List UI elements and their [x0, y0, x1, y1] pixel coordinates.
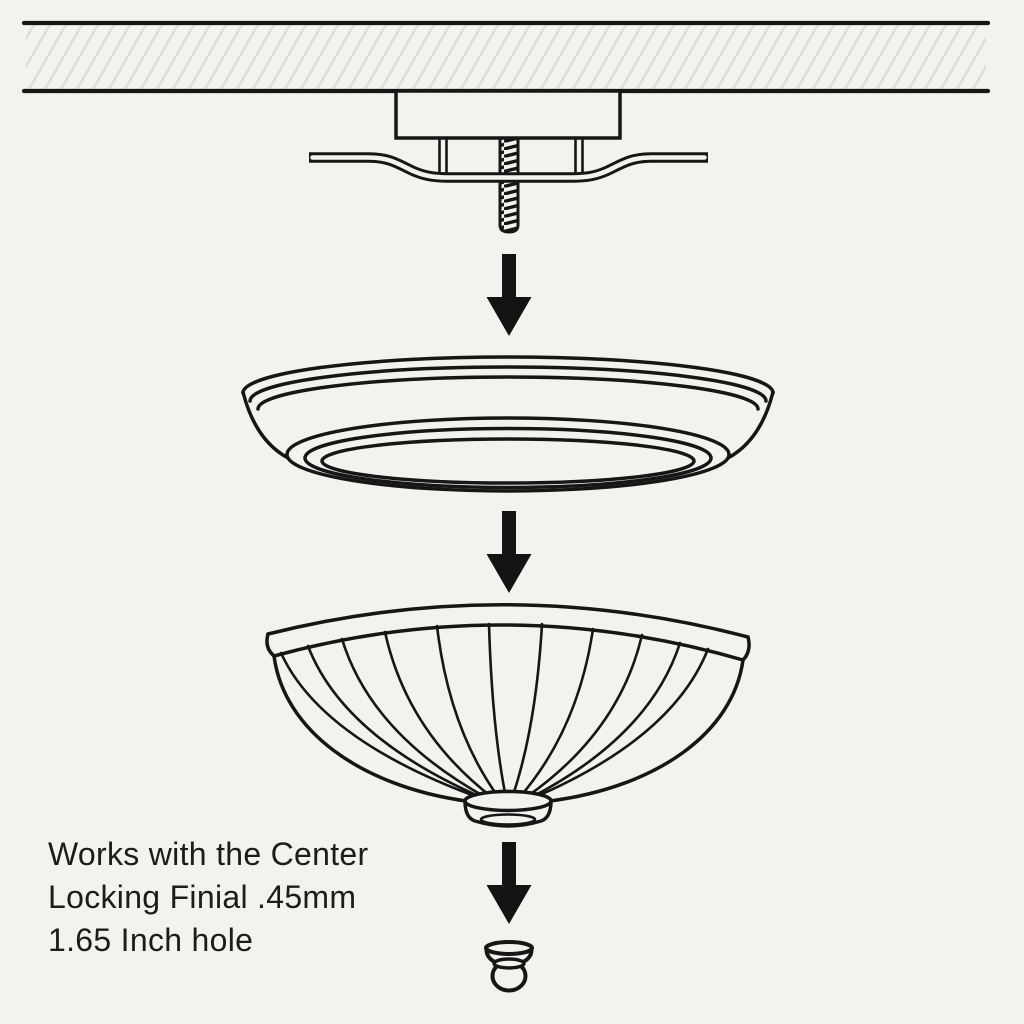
finial-waist — [492, 957, 526, 970]
ceiling — [21, 20, 991, 94]
dome-rim-inner — [272, 623, 745, 662]
arrow-down-icon — [486, 842, 532, 924]
annotation-text: Works with the Center Locking Finial .45… — [48, 833, 369, 962]
finial-top — [484, 940, 534, 956]
annotation-line: Locking Finial .45mm — [48, 879, 357, 915]
dome-collar — [463, 789, 553, 828]
bracket-posts — [438, 136, 584, 177]
trim-ring — [241, 355, 775, 493]
junction-box — [394, 89, 622, 140]
threaded-rod — [498, 136, 520, 234]
glass-dome — [265, 602, 751, 828]
finial — [484, 940, 534, 993]
arrow-down-icon — [486, 254, 532, 336]
annotation-line: 1.65 Inch hole — [48, 922, 254, 958]
arrow-down-icon — [486, 511, 532, 593]
dome-ribs — [279, 622, 710, 800]
mounting-bracket — [309, 152, 708, 183]
dome-rim-outer — [266, 602, 750, 639]
annotation-line: Works with the Center — [48, 836, 369, 872]
